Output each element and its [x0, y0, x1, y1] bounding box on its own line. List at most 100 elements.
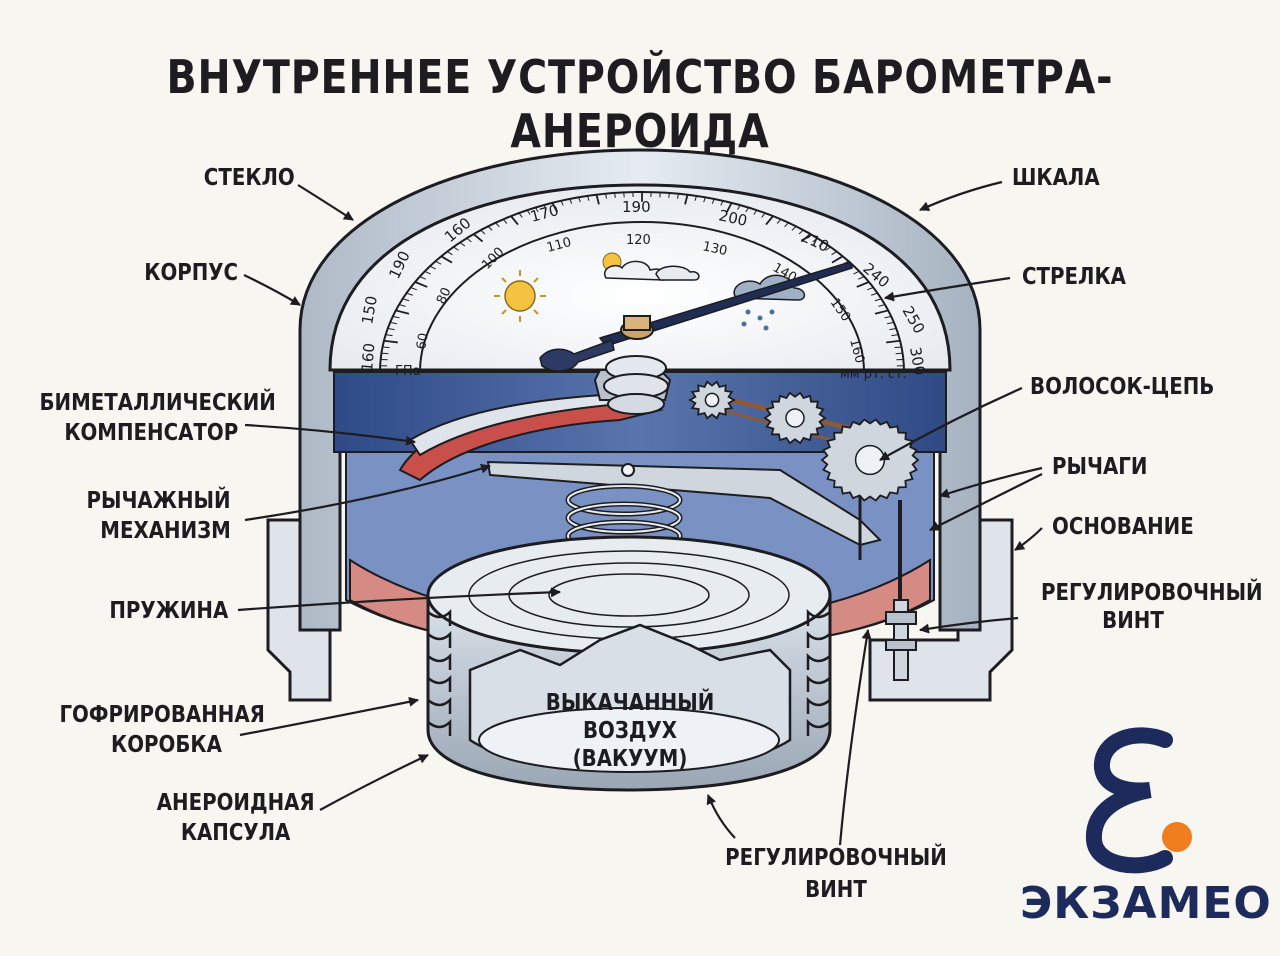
unit-hpa: ГПа — [395, 364, 421, 379]
gears — [688, 380, 920, 502]
outer-tick-150: 150 — [358, 294, 381, 325]
label-vacuum-line3: (ВАКУУМ) — [572, 746, 688, 772]
corrugation-left — [427, 718, 452, 736]
inner-tick-120: 120 — [626, 233, 651, 248]
leader-lines — [237, 180, 1043, 846]
dial-tick — [551, 202, 558, 213]
inner-tick-110: 110 — [545, 235, 573, 256]
dial-tick — [466, 237, 472, 243]
label-bimetal-line2: КОМПЕНСАТОР — [64, 420, 238, 446]
dial-tick — [614, 192, 616, 198]
dial-tick — [726, 202, 733, 213]
dial-tick — [440, 255, 453, 264]
corrugation-right — [806, 696, 831, 714]
dial-tick — [812, 237, 818, 243]
dial-tick — [886, 339, 901, 344]
dial-tick — [473, 233, 484, 243]
arrow-spring — [237, 587, 561, 612]
dial-tick — [480, 229, 486, 235]
dial-tick — [874, 298, 882, 302]
dial-tick — [526, 209, 531, 215]
dial-tick — [831, 255, 844, 264]
dial-tick — [381, 352, 389, 355]
arrow-capsule — [319, 754, 429, 811]
dial-tick — [858, 276, 865, 280]
dial-tick — [884, 315, 892, 319]
dial-tick — [878, 304, 886, 307]
dial-tick — [424, 270, 431, 275]
dial-tick — [720, 200, 724, 206]
dial-tick — [798, 229, 804, 235]
dial-tick — [402, 298, 410, 302]
corrugation-right — [806, 674, 831, 692]
sun-icon — [494, 270, 546, 322]
dial-tick — [761, 212, 766, 218]
dial-tick — [737, 204, 741, 210]
dial-tick — [800, 233, 811, 243]
inner-tick-80: 80 — [434, 285, 455, 306]
label-bimetal-line1: БИМЕТАЛЛИЧЕСКИЙ — [39, 390, 276, 416]
label-levers: РЫЧАГИ — [1052, 454, 1148, 480]
arrow-hair-chain — [879, 386, 1023, 461]
label-glass: СТЕКЛО — [204, 165, 295, 191]
dial-tick — [745, 207, 749, 213]
dial-tick — [866, 287, 874, 291]
dial-tick — [887, 321, 894, 325]
left-bottom-160: 160 — [358, 342, 378, 372]
dial-tick — [684, 194, 689, 205]
arrow-levers-2 — [929, 473, 1043, 531]
dial-tick — [382, 346, 390, 349]
dial-ticks — [380, 192, 904, 373]
label-corrugated-line2: КОРОБКА — [111, 732, 222, 758]
dial-tick — [414, 281, 428, 288]
dial-tick — [853, 270, 860, 275]
dial-tick — [711, 198, 715, 204]
dial-tick — [510, 215, 519, 226]
gear-icon — [820, 418, 920, 502]
dial-tick — [894, 346, 902, 349]
corrugation-right — [806, 718, 831, 736]
arrow-adj-right — [919, 616, 1019, 634]
corrugation-right — [806, 630, 831, 648]
mechanism — [398, 355, 917, 681]
pointer-needle — [539, 261, 853, 372]
arrow-scale — [919, 180, 1003, 212]
arrow-corrugated — [239, 696, 419, 737]
arrow-body — [243, 274, 301, 306]
arrow-lever-mech — [244, 463, 491, 522]
corrugation-right — [806, 652, 831, 670]
label-base: ОСНОВАНИЕ — [1052, 514, 1194, 540]
dial-tick — [831, 251, 837, 256]
arrow-glass — [297, 184, 354, 221]
dial-tick — [753, 209, 758, 215]
label-adj-screw-bottom-line2: ВИНТ — [805, 877, 867, 903]
arrow-adj-bottom — [838, 629, 872, 846]
outer-tick-190: 190 — [622, 198, 651, 216]
dial-tick — [825, 246, 831, 251]
dial-tick — [694, 195, 697, 201]
sun-cloud-icon — [602, 252, 700, 281]
dial-tick — [390, 321, 397, 325]
arrow-levers-1 — [939, 466, 1043, 499]
gear-icon — [688, 380, 736, 420]
dial-tick — [895, 352, 903, 355]
label-scale: ШКАЛА — [1012, 165, 1100, 191]
corrugation-left — [427, 630, 452, 648]
brand-logo-mark — [1085, 727, 1192, 874]
dial-numbers: 190 150 160 170 190 200 210 240 250 300 … — [358, 198, 929, 382]
inner-tick-60: 60 — [414, 332, 432, 351]
label-hair-chain: ВОЛОСОК-ЦЕПЬ — [1030, 374, 1215, 400]
label-vacuum-line1: ВЫКАЧАННЫЙ — [545, 690, 715, 716]
dial-tick — [429, 265, 436, 270]
corrugation-right — [806, 608, 831, 626]
dial-tick — [387, 327, 395, 331]
arrow-bimetal — [244, 423, 416, 446]
corrugation-left — [427, 674, 452, 692]
dial-tick — [459, 242, 466, 247]
dial-tick — [383, 339, 398, 344]
dial-tick — [535, 207, 539, 213]
dial-tick — [703, 197, 706, 203]
label-adj-screw-right-line1: РЕГУЛИРОВОЧНЫЙ — [1040, 580, 1263, 606]
label-adj-screw-bottom-line1: РЕГУЛИРОВОЧНЫЙ — [725, 845, 947, 871]
